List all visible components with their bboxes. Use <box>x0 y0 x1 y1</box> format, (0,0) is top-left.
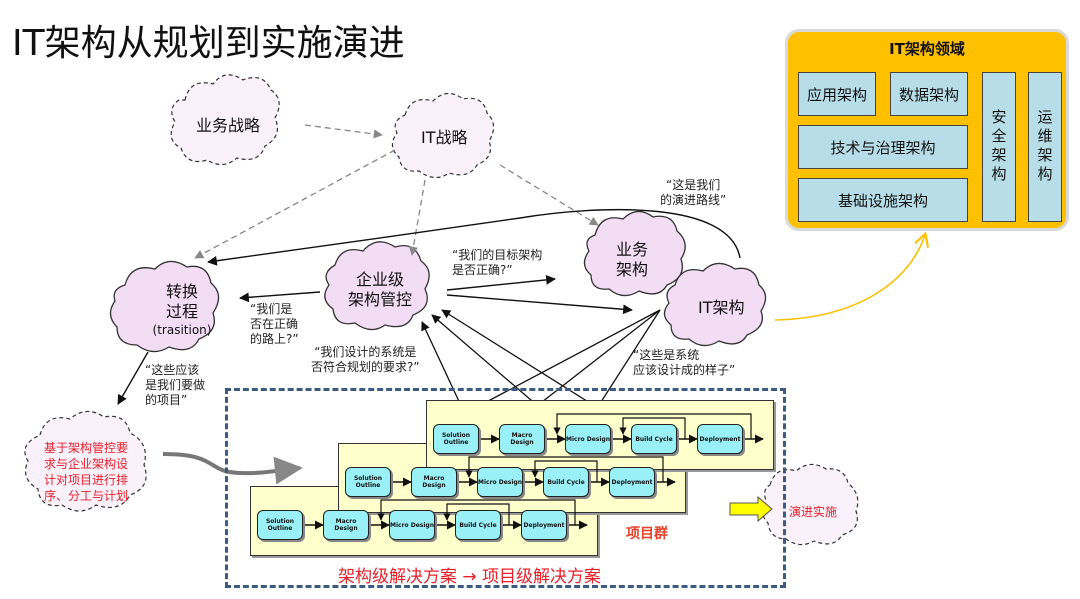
project-planning-label: 基于架构管控要 求与企业架构设 计对项目进行排 序、分工与计划 <box>44 440 128 504</box>
governance-label-line2: 架构管控 <box>347 290 412 309</box>
arrow-itarch-to-domain <box>774 235 925 321</box>
planning-line1: 基于架构管控要 <box>44 441 129 455</box>
quote-projects-line3: 的项目” <box>145 393 188 407</box>
quote-roadmap: “这是我们 的演进路线” <box>660 178 726 208</box>
arrow-itstrategy-to-governance <box>408 179 426 256</box>
quote-target-line1: “我们的目标架构 <box>452 248 543 262</box>
it-domain-panel: IT架构领域 应用架构 数据架构 技术与治理架构 基础设施架构 安全架构 运维架… <box>785 29 1069 231</box>
cloud-project-planning <box>24 410 147 512</box>
cloud-transition <box>109 260 220 353</box>
quote-should-line2: 应该设计成的样子” <box>633 363 736 377</box>
cloud-enterprise-governance <box>324 241 430 331</box>
domain-box-operations: 运维架构 <box>1028 72 1062 222</box>
arrow-transition-to-planning <box>117 351 149 405</box>
stage-box-solution-outline: Solution Outline <box>345 467 391 497</box>
arrow-roadmap <box>207 208 741 266</box>
domain-box-tech-governance: 技术与治理架构 <box>798 125 968 169</box>
it-strategy-label: IT战略 <box>421 128 468 147</box>
stage-box-macro-design: Macro Design <box>323 510 369 540</box>
cloud-evolution-implementation <box>761 463 859 546</box>
planning-line4: 序、分工与计划 <box>44 489 129 503</box>
stage-box-solution-outline: Solution Outline <box>257 510 303 540</box>
security-label: 安全架构 <box>989 109 1008 185</box>
arrow-itstrategy-to-bizarch <box>499 164 599 226</box>
planning-line2: 求与企业架构设 <box>44 457 129 471</box>
stage-box-build-cycle: Build Cycle <box>455 510 501 540</box>
quote-design-line1: “我们设计的系统是 <box>314 345 417 359</box>
stage-box-micro-design: Micro Design <box>565 424 611 454</box>
transition-label-line1: 转换 <box>165 282 198 301</box>
arrow-bizstrategy-to-itstrategy <box>304 124 383 139</box>
governance-label: 企业级 架构管控 <box>345 270 415 310</box>
stage-box-deployment: Deployment <box>697 424 743 454</box>
stage-box-solution-outline: Solution Outline <box>433 424 479 454</box>
quote-projects-line2: 是我们要做 <box>145 378 206 392</box>
cloud-business-strategy <box>170 74 280 166</box>
arrow-planning-to-projects <box>162 452 303 485</box>
bottom-caption: 架构级解决方案 → 项目级解决方案 <box>338 567 602 587</box>
itarch-label: IT架构 <box>698 298 745 317</box>
quote-design-meets: “我们设计的系统是 否符合规划的要求?” <box>311 345 420 375</box>
stage-box-build-cycle: Build Cycle <box>543 467 589 497</box>
governance-label-line1: 企业级 <box>355 270 404 289</box>
stage-box-build-cycle: Build Cycle <box>631 424 677 454</box>
cloud-business-architecture <box>583 210 686 297</box>
operations-label: 运维架构 <box>1035 109 1054 185</box>
arrow-governance-to-transition <box>239 291 321 303</box>
quote-path-line1: “我们是 <box>250 302 293 316</box>
arrow-itarch-to-macro <box>523 309 661 417</box>
quote-projects-todo: “这些应该 是我们要做 的项目” <box>145 363 205 408</box>
planning-line3: 计对项目进行排 <box>44 473 129 487</box>
stage-box-deployment: Deployment <box>609 467 655 497</box>
transition-label-line2: 过程 <box>165 302 198 321</box>
domain-box-infrastructure: 基础设施架构 <box>798 178 968 222</box>
it-domain-title: IT架构领域 <box>889 40 965 58</box>
transition-label: 转换 过程 (trasition) <box>146 282 218 338</box>
quote-projects-line1: “这些应该 <box>145 363 200 377</box>
quote-target-line2: 是否正确?” <box>452 263 513 277</box>
business-strategy-label: 业务战略 <box>196 116 261 135</box>
quote-path-line2: 否在正确 <box>250 317 299 331</box>
quote-design-line2: 否符合规划的要求?” <box>311 360 420 374</box>
stage-box-deployment: Deployment <box>521 510 567 540</box>
stage-box-micro-design: Micro Design <box>389 510 435 540</box>
arrow-itarch-to-micro <box>591 309 661 417</box>
quote-path-line3: 的路上?” <box>250 332 299 346</box>
arrow-governance-to-itarch <box>446 294 633 315</box>
domain-box-data: 数据架构 <box>890 72 968 116</box>
bizarch-label-line2: 架构 <box>616 260 649 279</box>
stage-box-macro-design: Macro Design <box>499 424 545 454</box>
quote-should-line1: “这些是系统 <box>633 348 700 362</box>
cloud-it-architecture <box>663 262 767 347</box>
project-portfolio-frame <box>225 388 786 588</box>
quote-target-correct: “我们的目标架构 是否正确?” <box>452 248 542 278</box>
arrow-itstrategy-to-transition <box>194 149 396 259</box>
transition-label-line3: (trasition) <box>152 323 212 337</box>
stage-box-micro-design: Micro Design <box>477 467 523 497</box>
arrow-itarch-to-solution <box>459 309 661 417</box>
quote-roadmap-line2: 的演进路线” <box>660 193 727 207</box>
quote-right-path: “我们是 否在正确 的路上?” <box>250 302 299 347</box>
evolution-block-arrow <box>729 495 773 523</box>
page-title: IT架构从规划到实施演进 <box>12 23 405 64</box>
bizarch-label: 业务 架构 <box>616 240 648 280</box>
project-group-label: 项目群 <box>626 526 668 542</box>
domain-box-security: 安全架构 <box>982 72 1016 222</box>
stage-box-macro-design: Macro Design <box>411 467 457 497</box>
domain-box-application: 应用架构 <box>798 72 876 116</box>
evolution-label: 演进实施 <box>789 505 838 519</box>
quote-roadmap-line1: “这是我们 <box>666 178 721 192</box>
bizarch-label-line1: 业务 <box>616 240 649 259</box>
arrow-governance-to-bizarch <box>446 275 556 291</box>
quote-should-design: “这些是系统 应该设计成的样子” <box>633 348 735 378</box>
